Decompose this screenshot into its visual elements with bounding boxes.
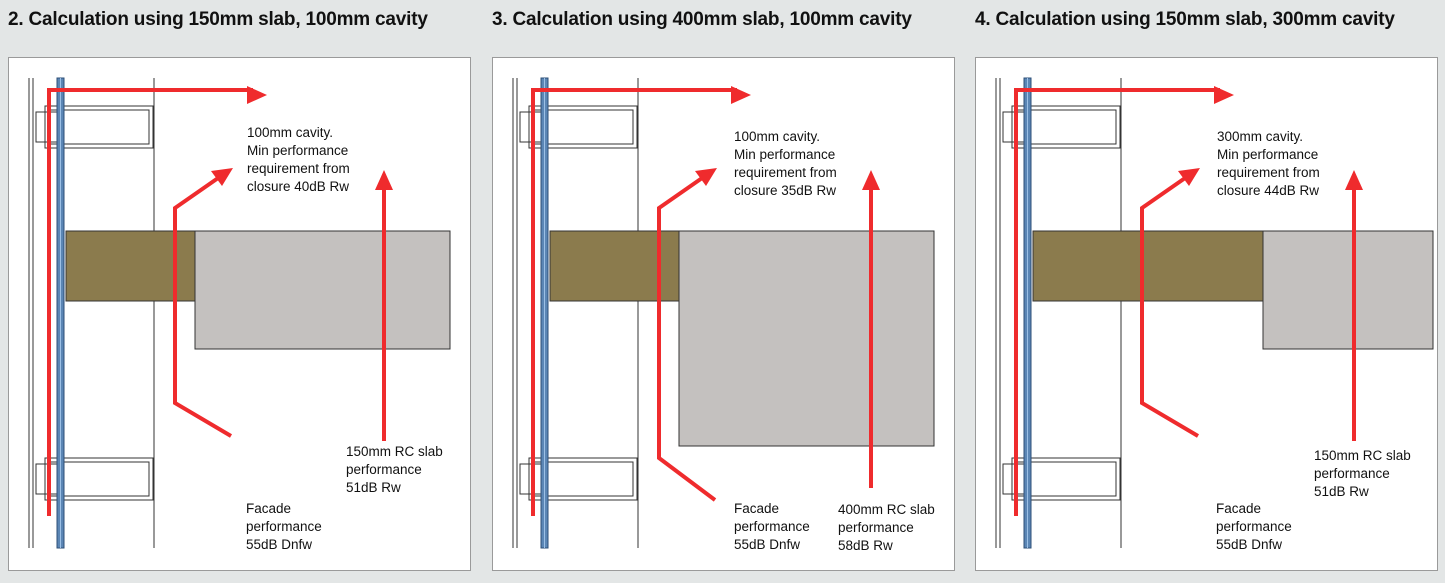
facade-flanking-path: [1014, 88, 1220, 516]
slab-label: 400mm RC slab performance 58dB Rw: [838, 502, 935, 553]
section-diagram-400mm-slab-100mm-cavity: 100mm cavity. Min performance requiremen…: [492, 57, 955, 571]
slab-label: 150mm RC slab performance 51dB Rw: [1314, 448, 1411, 499]
section-diagram-150mm-slab-100mm-cavity: 100mm cavity. Min performance requiremen…: [8, 57, 471, 571]
cavity-label: 100mm cavity. Min performance requiremen…: [247, 125, 350, 194]
cavity-flanking-path: [1140, 174, 1200, 438]
cavity-closure: [1032, 230, 1264, 302]
concrete-slab: [1262, 230, 1434, 350]
facade-flanking-path: [47, 88, 253, 516]
cavity-flanking-path: [657, 174, 717, 502]
facade-flanking-path: [531, 88, 737, 516]
arrowhead-icon: [862, 170, 880, 190]
concrete-slab: [194, 230, 451, 350]
arrowhead-icon: [247, 86, 267, 104]
panel-title-2: 2. Calculation using 150mm slab, 100mm c…: [8, 9, 428, 30]
section-drawing: [995, 77, 1434, 549]
cavity-label: 300mm cavity. Min performance requiremen…: [1217, 129, 1320, 198]
arrowhead-icon: [1345, 170, 1363, 190]
section-drawing: [512, 77, 935, 549]
panel-title-3: 3. Calculation using 400mm slab, 100mm c…: [492, 9, 912, 30]
facade-label: Facade performance 55dB Dnfw: [246, 501, 322, 552]
slab-label: 150mm RC slab performance 51dB Rw: [346, 444, 443, 495]
concrete-slab: [678, 230, 935, 447]
arrowhead-icon: [731, 86, 751, 104]
arrowhead-icon: [211, 168, 233, 186]
arrowhead-icon: [695, 168, 717, 186]
arrowhead-icon: [1178, 168, 1200, 186]
cavity-flanking-path: [173, 174, 233, 438]
arrowhead-icon: [375, 170, 393, 190]
section-drawing: [28, 77, 451, 549]
facade-label: Facade performance 55dB Dnfw: [734, 501, 810, 552]
arrowhead-icon: [1214, 86, 1234, 104]
cavity-label: 100mm cavity. Min performance requiremen…: [734, 129, 837, 198]
facade-label: Facade performance 55dB Dnfw: [1216, 501, 1292, 552]
panel-title-4: 4. Calculation using 150mm slab, 300mm c…: [975, 9, 1395, 30]
section-diagram-150mm-slab-300mm-cavity: 300mm cavity. Min performance requiremen…: [975, 57, 1438, 571]
